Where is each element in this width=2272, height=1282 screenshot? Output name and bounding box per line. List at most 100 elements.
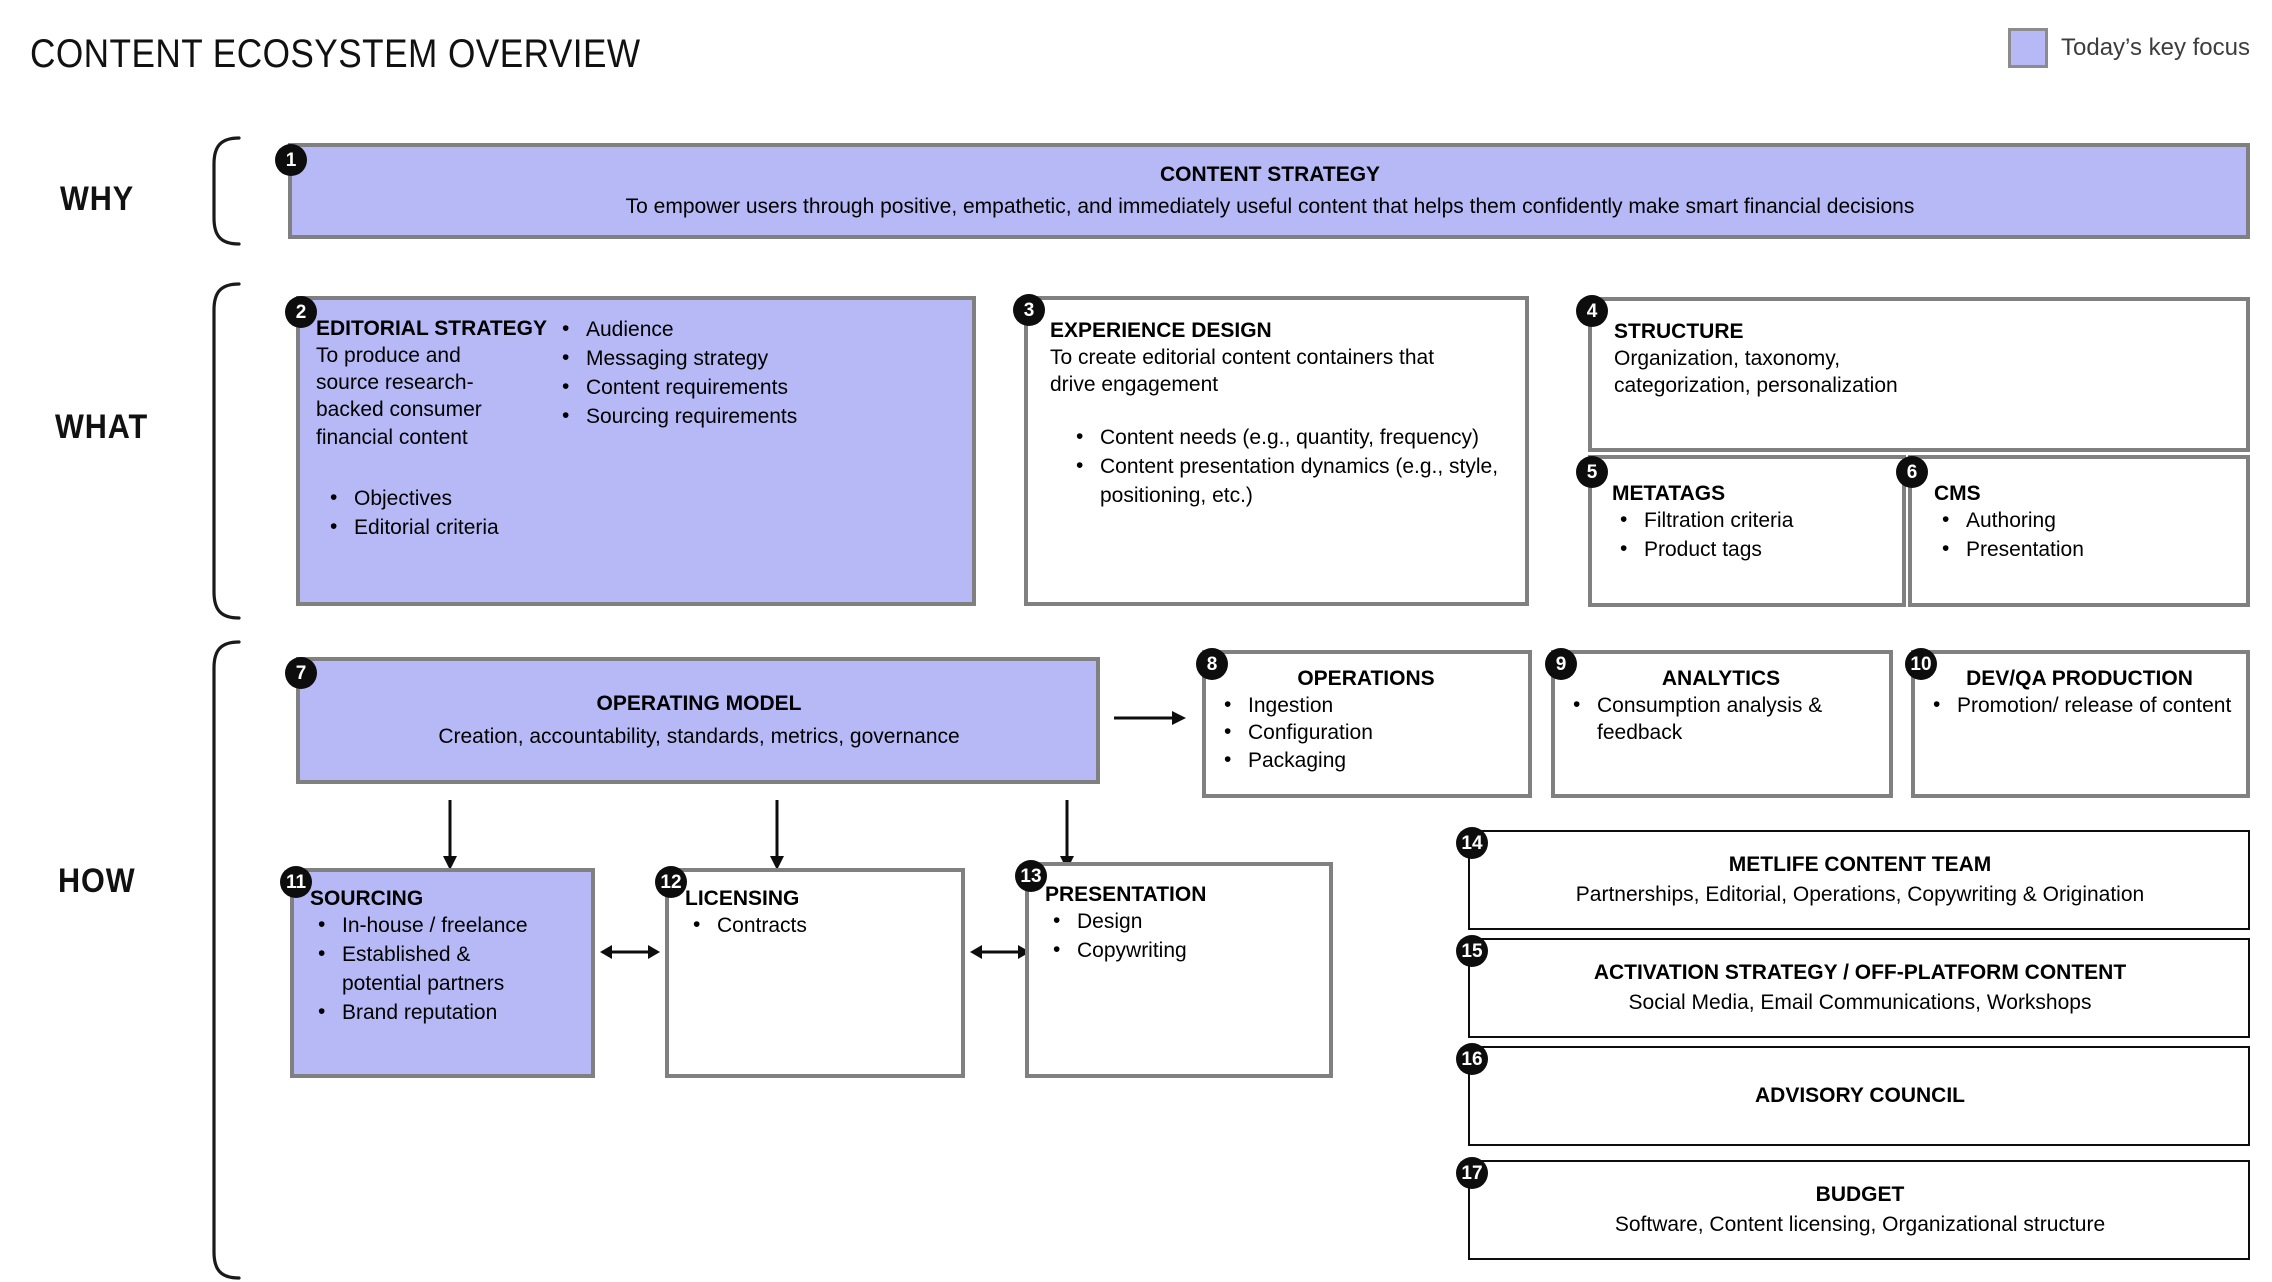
list-item: Copywriting	[1053, 936, 1315, 966]
box-metlife-content-team[interactable]: METLIFE CONTENT TEAM Partnerships, Edito…	[1468, 830, 2250, 930]
list-item: Consumption analysis & feedback	[1573, 691, 1875, 747]
badge-17: 17	[1456, 1157, 1488, 1189]
list-item: Sourcing requirements	[562, 402, 958, 432]
badge-3: 3	[1013, 294, 1045, 326]
box-activation-strategy-title: ACTIVATION STRATEGY / OFF-PLATFORM CONTE…	[1593, 960, 2127, 984]
badge-7: 7	[285, 657, 317, 689]
list-item: Audience	[562, 315, 958, 345]
badge-9: 9	[1545, 648, 1577, 680]
box-editorial-strategy-right-bullets: Audience Messaging strategy Content requ…	[536, 315, 958, 432]
list-item: Promotion/ release of content	[1933, 691, 2232, 720]
box-presentation-title: PRESENTATION	[1045, 883, 1207, 906]
list-item: Content requirements	[562, 373, 958, 403]
box-metatags[interactable]: METATAGS Filtration criteria Product tag…	[1588, 455, 1906, 607]
box-presentation-bullets: Design Copywriting	[1045, 907, 1315, 966]
box-analytics[interactable]: ANALYTICS Consumption analysis & feedbac…	[1551, 650, 1893, 798]
box-operations-title: OPERATIONS	[1297, 667, 1435, 690]
list-item: Editorial criteria	[330, 513, 958, 543]
list-item: Design	[1053, 907, 1315, 937]
box-dev-qa-production-bullets: Promotion/ release of content	[1927, 691, 2232, 720]
box-activation-strategy[interactable]: ACTIVATION STRATEGY / OFF-PLATFORM CONTE…	[1468, 938, 2250, 1038]
badge-15: 15	[1456, 935, 1488, 967]
row-label-why: WHY	[60, 180, 135, 218]
box-cms[interactable]: CMS Authoring Presentation	[1908, 455, 2250, 607]
box-advisory-council[interactable]: ADVISORY COUNCIL	[1468, 1046, 2250, 1146]
box-analytics-title: ANALYTICS	[1661, 667, 1781, 690]
badge-8: 8	[1196, 648, 1228, 680]
box-sourcing[interactable]: SOURCING In-house / freelance Establishe…	[290, 868, 595, 1078]
box-metlife-content-team-subtitle: Partnerships, Editorial, Operations, Cop…	[1575, 883, 2145, 907]
box-presentation[interactable]: PRESENTATION Design Copywriting	[1025, 862, 1333, 1078]
list-item: Messaging strategy	[562, 344, 958, 374]
box-experience-design-bullets: Content needs (e.g., quantity, frequency…	[1050, 423, 1511, 511]
badge-5: 5	[1576, 456, 1608, 488]
badge-12: 12	[655, 866, 687, 898]
box-experience-design-subtitle: To create editorial content containers t…	[1050, 345, 1435, 396]
box-operating-model-subtitle: Creation, accountability, standards, met…	[438, 724, 960, 748]
box-structure-title: STRUCTURE	[1614, 320, 1744, 343]
list-item: In-house / freelance	[318, 911, 577, 941]
badge-1: 1	[275, 144, 307, 176]
box-licensing-bullets: Contracts	[685, 911, 947, 941]
box-licensing[interactable]: LICENSING Contracts	[665, 868, 965, 1078]
brace-what	[212, 282, 241, 620]
legend: Today’s key focus	[2008, 28, 2250, 68]
box-budget[interactable]: BUDGET Software, Content licensing, Orga…	[1468, 1160, 2250, 1260]
arrow-down-to-sourcing	[443, 800, 457, 870]
legend-swatch-icon	[2008, 28, 2048, 68]
list-item: Configuration	[1224, 718, 1514, 747]
list-item: Presentation	[1942, 535, 2232, 565]
badge-6: 6	[1896, 456, 1928, 488]
box-content-strategy-subtitle: To empower users through positive, empat…	[625, 195, 1915, 219]
list-item: Packaging	[1224, 746, 1514, 775]
box-sourcing-title: SOURCING	[310, 887, 424, 910]
box-dev-qa-production-title: DEV/QA PRODUCTION	[1966, 667, 2193, 690]
box-budget-subtitle: Software, Content licensing, Organizatio…	[1614, 1213, 2106, 1237]
list-item: Content presentation dynamics (e.g., sty…	[1076, 452, 1511, 511]
list-item: Brand reputation	[318, 998, 577, 1028]
box-analytics-bullets: Consumption analysis & feedback	[1567, 691, 1875, 747]
box-metlife-content-team-title: METLIFE CONTENT TEAM	[1728, 852, 1992, 876]
box-operations-bullets: Ingestion Configuration Packaging	[1218, 691, 1514, 775]
arrow-operating-model-to-operations	[1114, 711, 1186, 725]
list-item: Filtration criteria	[1620, 506, 1888, 536]
list-item: Objectives	[330, 484, 958, 514]
legend-label: Today’s key focus	[2061, 34, 2250, 61]
box-editorial-strategy-subtitle: To produce and source research-backed co…	[316, 343, 482, 449]
box-editorial-strategy-left-bullets: Objectives Editorial criteria	[316, 484, 958, 543]
list-item: Content needs (e.g., quantity, frequency…	[1076, 423, 1511, 453]
box-dev-qa-production[interactable]: DEV/QA PRODUCTION Promotion/ release of …	[1911, 650, 2250, 798]
list-item: Product tags	[1620, 535, 1888, 565]
page-title: CONTENT ECOSYSTEM OVERVIEW	[30, 32, 641, 76]
badge-4: 4	[1576, 295, 1608, 327]
box-editorial-strategy[interactable]: EDITORIAL STRATEGY To produce and source…	[296, 296, 976, 606]
row-label-what: WHAT	[55, 408, 149, 446]
badge-2: 2	[285, 296, 317, 328]
box-metatags-title: METATAGS	[1612, 482, 1726, 505]
list-item: Authoring	[1942, 506, 2232, 536]
brace-how	[212, 640, 241, 1280]
box-experience-design[interactable]: EXPERIENCE DESIGN To create editorial co…	[1024, 296, 1529, 606]
box-sourcing-bullets: In-house / freelance Established & poten…	[310, 911, 577, 1028]
arrow-down-to-licensing	[770, 800, 784, 870]
box-editorial-strategy-title: EDITORIAL STRATEGY	[316, 317, 548, 340]
arrow-down-to-presentation	[1060, 800, 1074, 870]
box-operating-model[interactable]: OPERATING MODEL Creation, accountability…	[296, 657, 1100, 784]
box-budget-title: BUDGET	[1815, 1182, 1905, 1206]
box-cms-title: CMS	[1934, 482, 1981, 505]
list-item: Established & potential partners	[318, 940, 532, 999]
box-experience-design-title: EXPERIENCE DESIGN	[1050, 319, 1272, 342]
box-structure[interactable]: STRUCTURE Organization, taxonomy, catego…	[1588, 297, 2250, 452]
box-activation-strategy-subtitle: Social Media, Email Communications, Work…	[1628, 991, 2092, 1015]
box-operations[interactable]: OPERATIONS Ingestion Configuration Packa…	[1202, 650, 1532, 798]
box-content-strategy[interactable]: CONTENT STRATEGY To empower users throug…	[288, 143, 2250, 239]
box-advisory-council-title: ADVISORY COUNCIL	[1754, 1084, 1966, 1108]
badge-11: 11	[280, 866, 312, 898]
arrow-licensing-presentation	[970, 945, 1030, 959]
box-cms-bullets: Authoring Presentation	[1934, 506, 2232, 565]
badge-16: 16	[1456, 1043, 1488, 1075]
box-metatags-bullets: Filtration criteria Product tags	[1612, 506, 1888, 565]
box-content-strategy-title: CONTENT STRATEGY	[1159, 162, 1381, 186]
badge-14: 14	[1456, 827, 1488, 859]
row-label-how: HOW	[58, 862, 136, 900]
